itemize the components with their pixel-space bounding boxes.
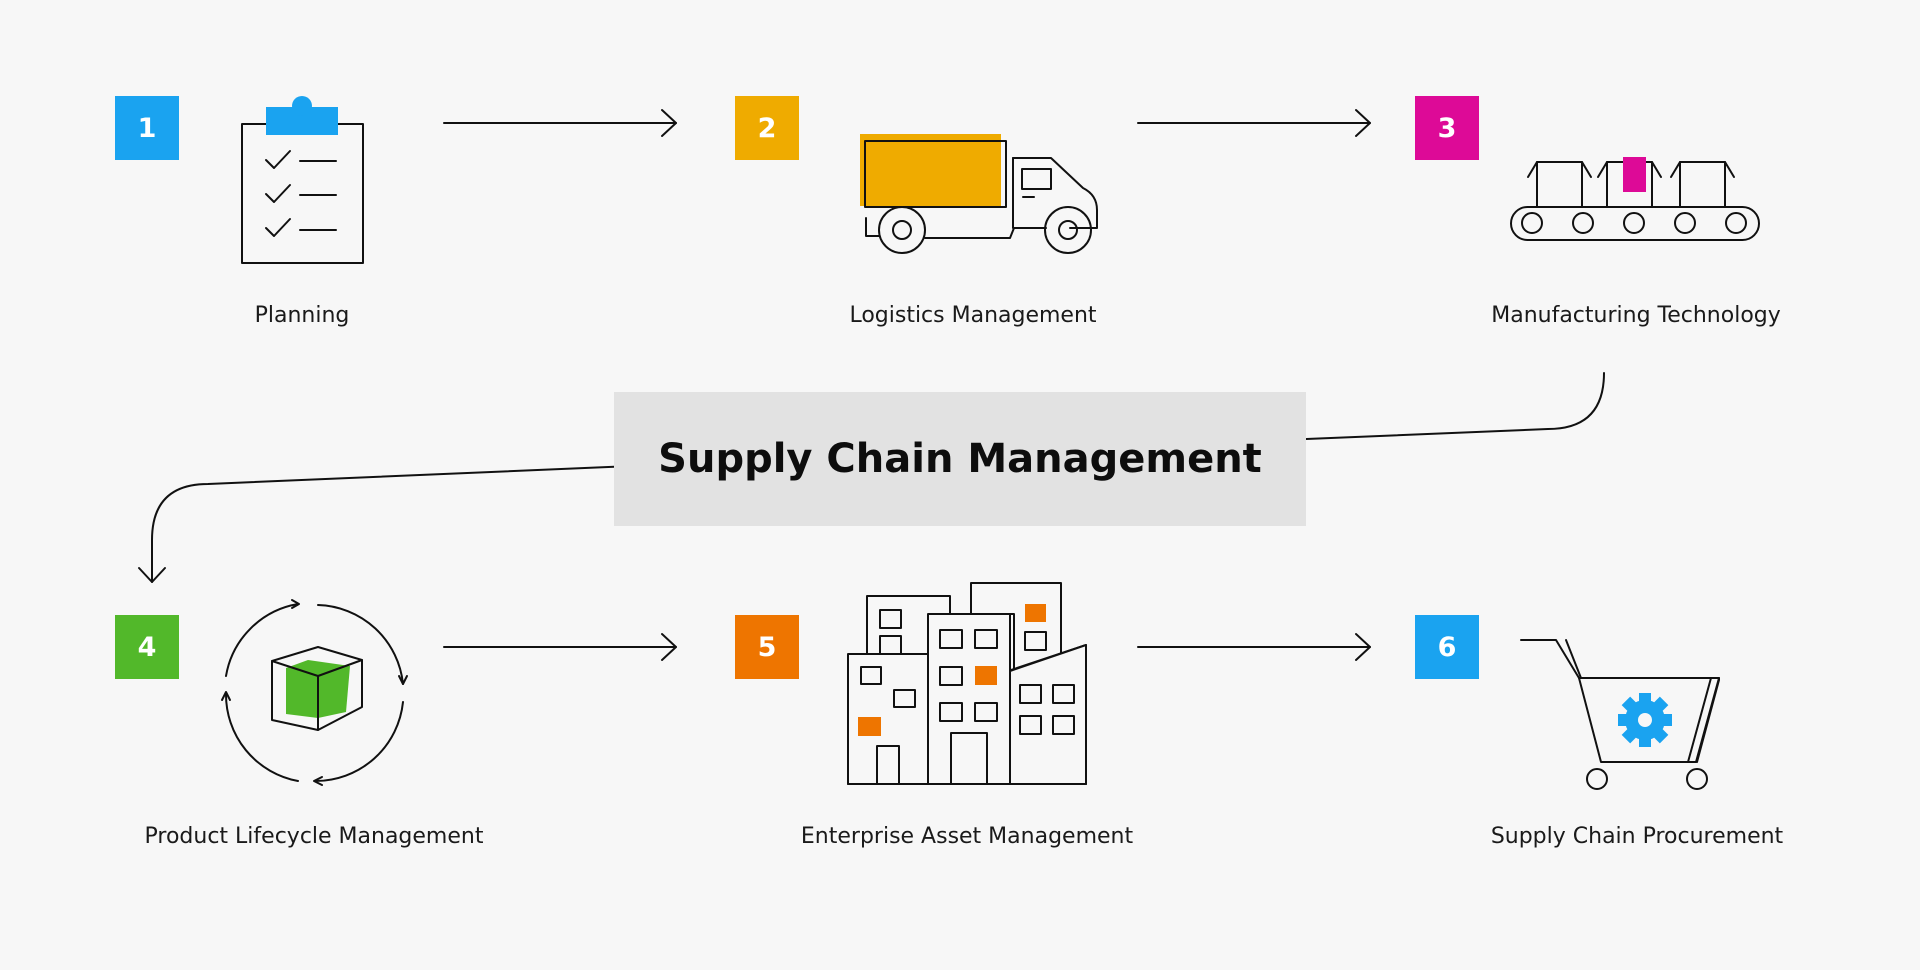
step-badge-5: 5 xyxy=(735,615,799,679)
office-buildings-icon xyxy=(847,582,1087,785)
product-cycle-icon xyxy=(221,599,408,786)
arrow-4-to-5 xyxy=(443,633,677,661)
step-badge-2: 2 xyxy=(735,96,799,160)
arrow-2-to-3 xyxy=(1137,109,1371,137)
center-title-box: Supply Chain Management xyxy=(614,392,1306,526)
clipboard-checklist-icon xyxy=(241,96,364,264)
connector-center-to-4 xyxy=(138,465,633,583)
step-label-manufacturing: Manufacturing Technology xyxy=(1491,303,1781,328)
center-title: Supply Chain Management xyxy=(658,436,1262,482)
arrow-5-to-6 xyxy=(1137,633,1371,661)
arrow-1-to-2 xyxy=(443,109,677,137)
shopping-cart-gear-icon xyxy=(1520,639,1720,790)
step-badge-6: 6 xyxy=(1415,615,1479,679)
step-label-procurement: Supply Chain Procurement xyxy=(1490,824,1784,849)
step-badge-4: 4 xyxy=(115,615,179,679)
conveyor-belt-icon xyxy=(1510,157,1760,241)
step-badge-1: 1 xyxy=(115,96,179,160)
step-label-logistics: Logistics Management xyxy=(849,303,1097,328)
delivery-truck-icon xyxy=(860,134,1098,254)
step-label-planning: Planning xyxy=(254,303,350,328)
step-badge-3: 3 xyxy=(1415,96,1479,160)
connector-3-to-center xyxy=(1281,372,1605,441)
step-label-enterprise-asset: Enterprise Asset Management xyxy=(800,824,1134,849)
step-label-product-lifecycle: Product Lifecycle Management xyxy=(144,824,484,849)
